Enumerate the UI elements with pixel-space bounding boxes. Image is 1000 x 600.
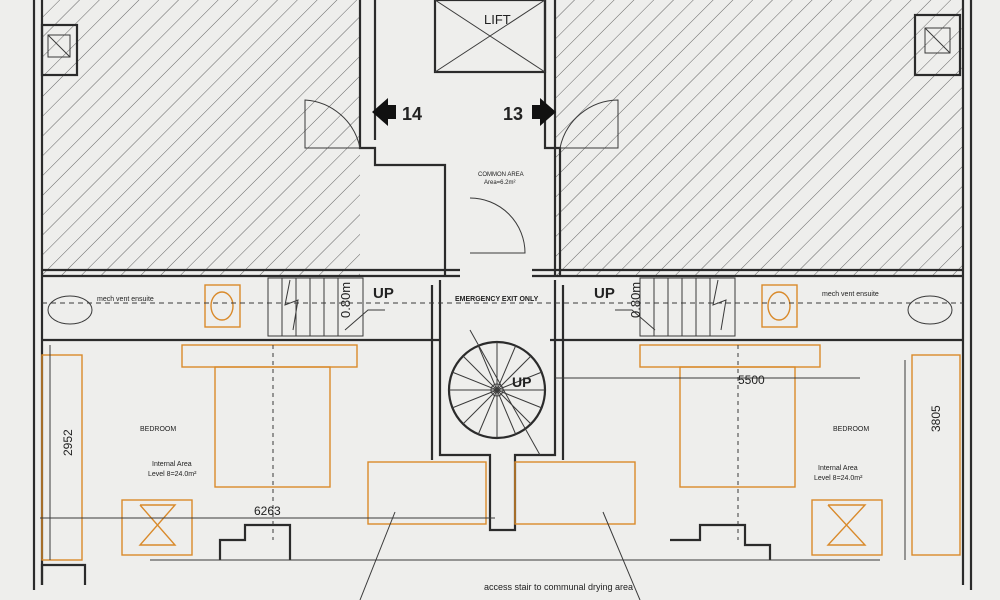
right-stair	[639, 277, 736, 337]
hatched-area	[42, 0, 963, 276]
dimension-6263: 6263	[254, 504, 281, 518]
vent-shafts	[40, 13, 962, 77]
walls	[32, 0, 973, 590]
dimension-3805: 3805	[929, 405, 943, 432]
leader-lines	[344, 309, 656, 600]
common-area-value: Area=6.2m²	[484, 180, 516, 186]
bedroom-label-left: BEDROOM	[140, 426, 176, 433]
direction-arrows	[372, 98, 556, 126]
right-bedroom-furniture	[514, 344, 961, 560]
left-bedroom-furniture	[40, 344, 495, 561]
up-label-spiral: UP	[512, 374, 531, 390]
dimension-2952: 2952	[61, 429, 75, 456]
area-left-line1: Internal Area	[152, 461, 192, 468]
doors	[304, 99, 619, 254]
vent-label-right: mech vent ensuite	[822, 291, 879, 298]
up-label-left: UP	[373, 285, 394, 302]
spiral-stair	[447, 329, 547, 456]
area-right-line1: Internal Area	[818, 465, 858, 472]
dimension-5500: 5500	[738, 373, 765, 387]
access-stair-label: access stair to communal drying area	[484, 582, 633, 592]
sanitary-fittings	[42, 284, 963, 328]
area-right-line2: Level 8=24.0m²	[814, 475, 863, 482]
flat-number-right: 13	[503, 104, 523, 124]
lift-label: LIFT	[484, 12, 511, 27]
bedroom-label-right: BEDROOM	[833, 426, 869, 433]
arrow-right-icon	[532, 98, 556, 126]
stair-width-left: 0.80m	[338, 282, 353, 318]
vent-label-left: mech vent ensuite	[97, 296, 154, 303]
arrow-left-icon	[372, 98, 396, 126]
area-left-line2: Level 8=24.0m²	[148, 471, 197, 478]
plan-labels: LIFT 14 13 COMMON AREA Area=6.2m² EMERGE…	[61, 12, 943, 592]
flat-number-left: 14	[402, 104, 422, 124]
emergency-exit-label: EMERGENCY EXIT ONLY	[455, 296, 539, 303]
common-area-title: COMMON AREA	[478, 172, 524, 178]
up-label-right: UP	[594, 285, 615, 302]
stair-width-right: 0.80m	[628, 282, 643, 318]
left-stair	[267, 277, 364, 337]
